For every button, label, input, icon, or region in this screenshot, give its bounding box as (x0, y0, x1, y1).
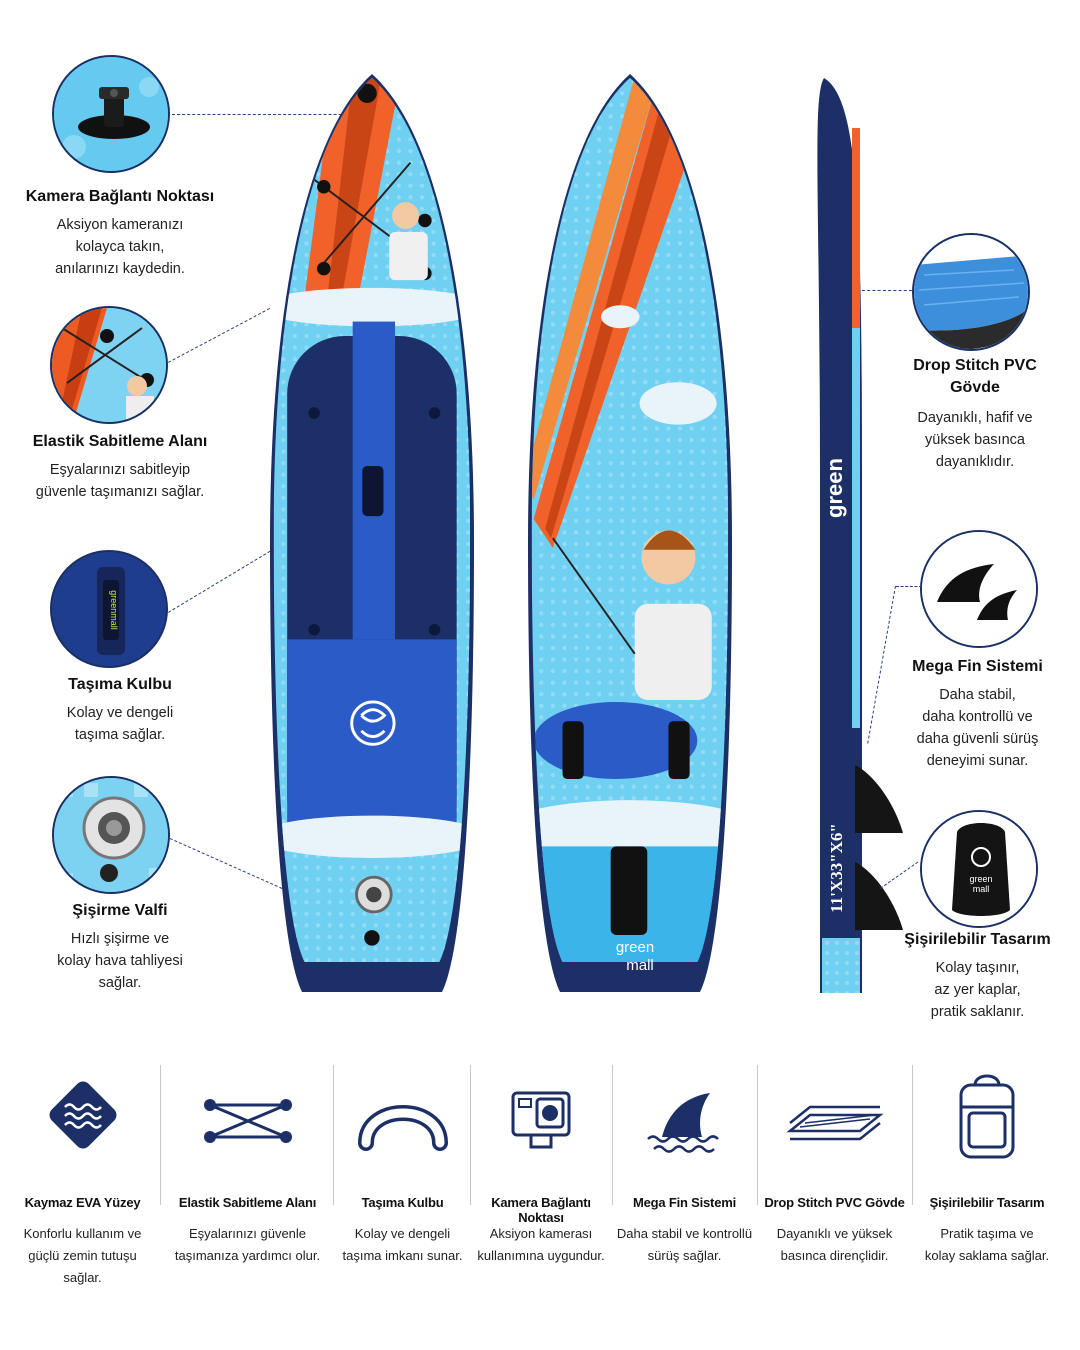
bottom-title: Drop Stitch PVC Gövde (764, 1195, 905, 1210)
feature-bungee: Elastik Sabitleme Alanı Eşyalarınızı sab… (5, 433, 235, 503)
bottom-fin: Mega Fin Sistemi Daha stabil ve kontroll… (612, 1065, 757, 1295)
feature-camera-mount: Kamera Bağlantı Noktası Aksiyon kameranı… (10, 188, 230, 280)
leader-line (168, 308, 271, 363)
valve-bubble (52, 776, 170, 894)
board-side-view: green 11'X33"X6" (817, 78, 862, 993)
divider (757, 1065, 758, 1205)
feature-title: Mega Fin Sistemi (912, 658, 1043, 675)
bottom-desc: Daha stabil ve kontrollü sürüş sağlar. (616, 1226, 753, 1263)
bottom-camera: Kamera Bağlantı Noktası Aksiyon kamerası… (470, 1065, 612, 1295)
side-brand-text: green (822, 458, 847, 518)
eva-surface-icon (49, 1081, 116, 1149)
feature-title: Drop Stitch PVC Gövde (913, 357, 1037, 396)
bottom-desc: Dayanıklı ve yüksek basınca dirençlidir. (776, 1226, 893, 1263)
bottom-bungee: Elastik Sabitleme Alanı Eşyalarınızı güv… (165, 1065, 330, 1295)
action-camera-icon (511, 1091, 571, 1149)
bottom-drop-stitch: Drop Stitch PVC Gövde Dayanıklı ve yükse… (757, 1065, 912, 1295)
fin-icon (855, 862, 903, 930)
feature-title: Kamera Bağlantı Noktası (25, 188, 215, 205)
camera-mount-icon (54, 57, 168, 171)
backpack-icon: green mall (922, 812, 1036, 926)
bottom-desc: Pratik taşıma ve kolay saklama sağlar. (924, 1226, 1050, 1263)
valve-icon (54, 778, 168, 892)
camera-mount-bubble (52, 55, 170, 173)
feature-title: Taşıma Kulbu (68, 676, 172, 693)
bungee-icon (203, 1099, 292, 1143)
divider (912, 1065, 913, 1205)
bottom-title: Taşıma Kulbu (361, 1195, 444, 1210)
fin-icon (855, 765, 903, 833)
divider (160, 1065, 161, 1205)
bottom-desc: Konforlu kullanım ve güçlü zemin tutuşu … (23, 1226, 142, 1285)
feature-desc: Kolay ve dengeli taşıma sağlar. (66, 705, 174, 743)
shark-fin-icon (646, 1093, 719, 1153)
bottom-title: Mega Fin Sistemi (633, 1195, 736, 1210)
feature-desc: Aksiyon kameranızı kolayca takın, anılar… (55, 217, 185, 277)
leader-line (896, 586, 922, 587)
divider (470, 1065, 471, 1205)
board-brand-text: green (616, 939, 654, 956)
feature-fin: Mega Fin Sistemi Daha stabil, daha kontr… (870, 658, 1080, 772)
bottom-title: Elastik Sabitleme Alanı (178, 1195, 317, 1210)
handle-icon (357, 1105, 448, 1151)
layers-icon (785, 1105, 884, 1141)
svg-text:mall: mall (973, 884, 990, 894)
handle-bubble: greenmall (50, 550, 168, 668)
board-size-label: 11'X33"X6" (827, 823, 846, 913)
fin-bubble (920, 530, 1038, 648)
bottom-desc: Eşyalarınızı güvenle taşımanıza yardımcı… (174, 1226, 321, 1263)
bottom-title: Şişirilebilir Tasarım (929, 1195, 1045, 1210)
board-brand-sub: mall (626, 957, 654, 974)
bottom-eva: Kaymaz EVA Yüzey Konforlu kullanım ve gü… (5, 1065, 160, 1295)
bottom-inflatable: Şişirilebilir Tasarım Pratik taşıma ve k… (912, 1065, 1062, 1295)
bottom-desc: Aksiyon kamerası kullanımına uygundur. (477, 1226, 605, 1263)
feature-desc: Hızlı şişirme ve kolay hava tahliyesi sa… (57, 931, 183, 991)
bottom-feature-row: Kaymaz EVA Yüzey Konforlu kullanım ve gü… (0, 1065, 1080, 1305)
feature-title: Şişirilebilir Tasarım (904, 931, 1051, 948)
feature-handle: Taşıma Kulbu Kolay ve dengeli taşıma sağ… (10, 676, 230, 746)
feature-desc: Kolay taşınır, az yer kaplar, pratik sak… (930, 960, 1025, 1020)
feature-valve: Şişirme Valfi Hızlı şişirme ve kolay hav… (10, 902, 230, 994)
svg-text:green: green (969, 874, 992, 884)
feature-title: Elastik Sabitleme Alanı (32, 433, 208, 450)
bungee-bubble (50, 306, 168, 424)
board-top-view (270, 74, 474, 992)
bungee-cord-icon (52, 308, 166, 422)
feature-drop-stitch: Drop Stitch PVC Gövde Dayanıklı, hafif v… (870, 355, 1080, 473)
leader-line (172, 114, 372, 115)
bottom-title: Kaymaz EVA Yüzey (24, 1195, 141, 1210)
bottom-handle: Taşıma Kulbu Kolay ve dengeli taşıma imk… (335, 1065, 470, 1295)
carry-handle-icon: greenmall (52, 552, 166, 666)
board-bottom-view: green mall (528, 74, 732, 992)
backpack-bubble: green mall (920, 810, 1038, 928)
bag-icon (959, 1074, 1015, 1159)
divider (333, 1065, 334, 1205)
feature-inflatable: Şişirilebilir Tasarım Kolay taşınır, az … (870, 931, 1080, 1023)
bottom-title: Kamera Bağlantı Noktası (491, 1195, 591, 1225)
bottom-desc: Kolay ve dengeli taşıma imkanı sunar. (342, 1226, 463, 1263)
drop-stitch-icon (914, 235, 1028, 349)
feature-desc: Eşyalarınızı sabitleyip güvenle taşımanı… (35, 462, 205, 500)
feature-desc: Daha stabil, daha kontrollü ve daha güve… (916, 687, 1039, 769)
feature-desc: Dayanıklı, hafif ve yüksek basınca dayan… (917, 410, 1033, 470)
leader-line (862, 290, 912, 291)
svg-text:greenmall: greenmall (109, 590, 119, 630)
fin-system-icon (922, 532, 1036, 646)
feature-title: Şişirme Valfi (72, 902, 168, 919)
drop-stitch-bubble (912, 233, 1030, 351)
divider (612, 1065, 613, 1205)
